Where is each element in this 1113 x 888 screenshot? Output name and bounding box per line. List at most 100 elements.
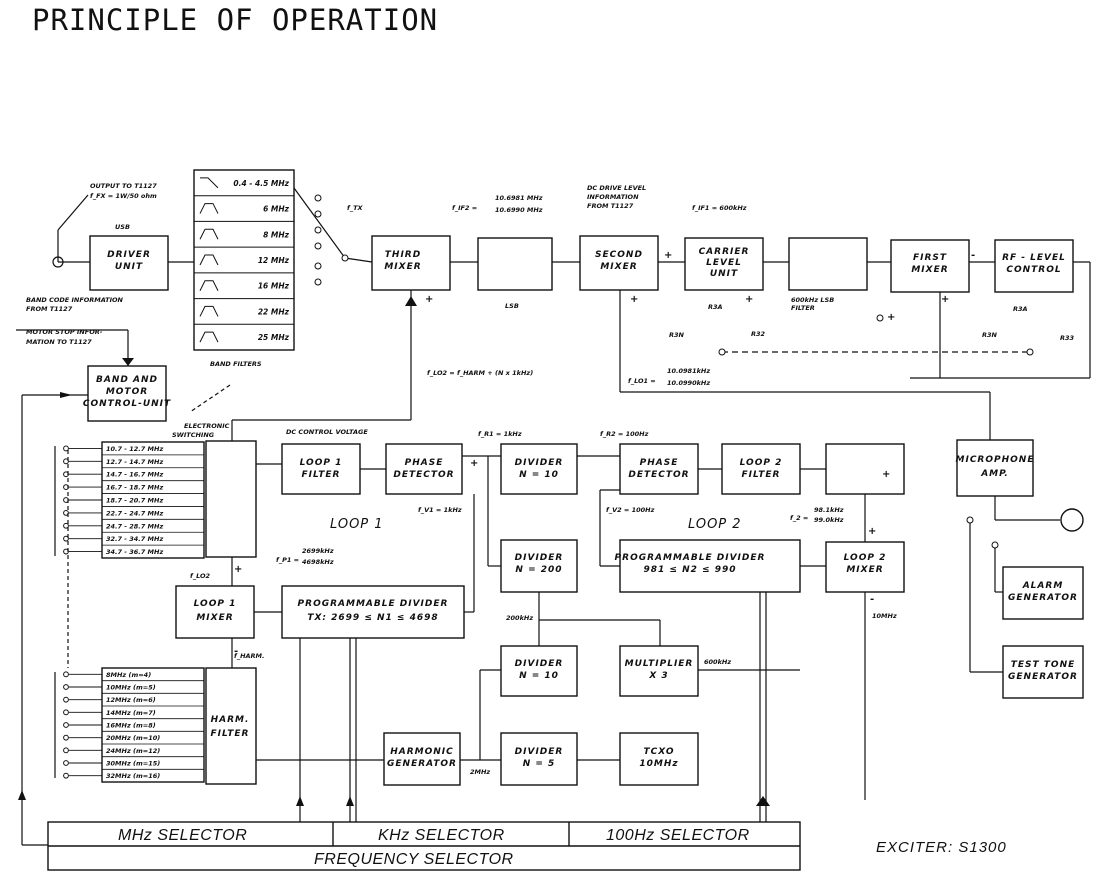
label-dc-drive3: FROM T1127 bbox=[587, 202, 634, 210]
band-filter-item: 0.4 - 4.5 MHz bbox=[233, 179, 289, 188]
block-loop2-mixer: MIXER bbox=[846, 565, 883, 575]
block-div10b: DIVIDER bbox=[515, 659, 564, 669]
label-flo1-a: 10.0981kHz bbox=[667, 367, 710, 375]
signal-paths bbox=[16, 187, 1091, 846]
label-r3a2: R3A bbox=[1013, 305, 1028, 313]
label-motor-stop: MOTOR STOP INFOR- bbox=[26, 328, 103, 336]
label-flo2b: f_LO2 bbox=[190, 572, 211, 580]
block-second-mixer: SECOND bbox=[595, 250, 643, 260]
harmonic-range-list: 8MHz (m=4)10MHz (m=5)12MHz (m=6)14MHz (m… bbox=[63, 671, 204, 780]
block-alarm: ALARM bbox=[1022, 581, 1064, 591]
arrow-heads bbox=[18, 296, 770, 806]
block-band-motor: MOTOR bbox=[106, 387, 148, 397]
block-test-tone: TEST TONE bbox=[1011, 660, 1076, 670]
label-r3n2: R3N bbox=[982, 331, 998, 339]
block-loop1-mixer: LOOP 1 bbox=[194, 599, 237, 609]
block-phase-det1: DETECTOR bbox=[393, 470, 454, 480]
frequency-selector: FREQUENCY SELECTOR bbox=[314, 851, 514, 868]
block-phase-det1: PHASE bbox=[405, 458, 444, 468]
block-second-mixer: MIXER bbox=[600, 262, 637, 272]
block-multiplier: MULTIPLIER bbox=[625, 659, 694, 669]
label-fif2-b: 10.6990 MHz bbox=[495, 206, 543, 214]
block-harm-filter: FILTER bbox=[211, 729, 250, 739]
label-dc-drive2: INFORMATION bbox=[587, 193, 639, 201]
harm-range-item: 24MHz (m=12) bbox=[106, 747, 160, 755]
polarity-mark: + bbox=[868, 526, 876, 537]
label-usb: USB bbox=[115, 223, 130, 231]
polarity-mark: + bbox=[882, 469, 890, 480]
switch-contacts bbox=[314, 194, 1034, 549]
band-filter-item: 16 MHz bbox=[258, 282, 290, 291]
band-filter-list: 0.4 - 4.5 MHz 6 MHz 8 MHz 12 MHz 16 MHz 22 MH… bbox=[199, 177, 290, 343]
block-harmonic: HARMONIC bbox=[390, 747, 454, 757]
block-div10a: DIVIDER bbox=[515, 458, 564, 468]
block-harmonic: GENERATOR bbox=[387, 759, 457, 769]
block-third-mixer: THIRD bbox=[385, 250, 421, 260]
band-filter-item: 25 MHz bbox=[258, 333, 290, 342]
label-dc-drive: DC DRIVE LEVEL bbox=[587, 184, 646, 192]
label-motor-stop2: MATION TO T1127 bbox=[26, 338, 92, 346]
polarity-mark: + bbox=[745, 294, 753, 305]
block-prog-div2: 981 ≤ N2 ≤ 990 bbox=[644, 565, 737, 575]
block-loop1-mixer: MIXER bbox=[196, 613, 233, 623]
block-prog-div1: PROGRAMMABLE DIVIDER bbox=[298, 599, 449, 609]
label-lsb: LSB bbox=[505, 302, 519, 310]
label-fp1-b: 4698kHz bbox=[302, 558, 334, 566]
block-test-tone: GENERATOR bbox=[1008, 672, 1078, 682]
block-driver: DRIVER bbox=[107, 250, 151, 260]
block-labels: DRIVERUNITTHIRDMIXERSECONDMIXERCARRIERLE… bbox=[83, 247, 1078, 769]
block-div200: DIVIDER bbox=[515, 553, 564, 563]
label-electronic2: SWITCHING bbox=[172, 431, 215, 439]
label-f2-b: 99.0kHz bbox=[814, 516, 844, 524]
harm-range-item: 32MHz (m=16) bbox=[106, 772, 160, 780]
block-loop1-filter: FILTER bbox=[302, 470, 341, 480]
block-div5: N = 5 bbox=[523, 759, 556, 769]
khz-selector: KHz SELECTOR bbox=[378, 827, 505, 844]
block-first-mixer: FIRST bbox=[913, 253, 947, 263]
label-f2-a: 98.1kHz bbox=[814, 506, 844, 514]
block-loop2-filter: LOOP 2 bbox=[740, 458, 783, 468]
polarity-mark: + bbox=[630, 294, 638, 305]
filter-shape-icon bbox=[199, 280, 219, 291]
block-band-motor: CONTROL-UNIT bbox=[83, 399, 171, 409]
block-div200: N = 200 bbox=[515, 565, 562, 575]
polarity-mark: - bbox=[870, 594, 874, 605]
polarity-mark: - bbox=[234, 646, 238, 657]
harm-range-item: 10MHz (m=5) bbox=[106, 684, 156, 692]
label-r33: R33 bbox=[1060, 334, 1075, 342]
label-fr2: f_R2 = 100Hz bbox=[600, 430, 649, 438]
block-tcxo: TCXO bbox=[643, 747, 674, 757]
exciter-label: EXCITER: S1300 bbox=[876, 839, 1007, 856]
label-lsb-filter: 600kHz LSB bbox=[791, 296, 834, 304]
antenna-icon bbox=[52, 256, 64, 268]
block-phase-det2: PHASE bbox=[640, 458, 679, 468]
filter-shape-icon bbox=[199, 203, 219, 214]
harm-range-item: 20MHz (m=10) bbox=[106, 734, 160, 742]
label-flo1-b: 10.0990kHz bbox=[667, 379, 710, 387]
filter-shape-icon bbox=[199, 305, 219, 317]
block-multiplier: X 3 bbox=[648, 671, 668, 681]
band-filter-item: 8 MHz bbox=[263, 230, 290, 239]
band-filter-item: 22 MHz bbox=[258, 307, 290, 316]
block-div10b: N = 10 bbox=[519, 671, 559, 681]
block-band-motor: BAND AND bbox=[96, 375, 158, 385]
band-filter-item: 12 MHz bbox=[258, 256, 290, 265]
loop2-label: LOOP 2 bbox=[688, 517, 742, 532]
label-dc-ctrl: DC CONTROL VOLTAGE bbox=[286, 428, 368, 436]
filter-shape-icon bbox=[200, 177, 219, 189]
block-rf-level: CONTROL bbox=[1006, 265, 1061, 275]
label-r32: R32 bbox=[751, 330, 766, 338]
label-fp1: f_P1 = bbox=[276, 556, 299, 564]
filter-shape-icon bbox=[199, 254, 219, 266]
harm-range-item: 12MHz (m=6) bbox=[106, 696, 156, 704]
band-filter-item: 6 MHz bbox=[263, 205, 290, 214]
block-tcxo: 10MHz bbox=[639, 759, 678, 769]
vco-range-item: 12.7 - 14.7 MHz bbox=[106, 458, 163, 466]
vco-range-item: 34.7 - 36.7 MHz bbox=[106, 548, 163, 556]
label-fv2: f_V2 = 100Hz bbox=[606, 506, 655, 514]
block-carrier: UNIT bbox=[710, 269, 738, 279]
page-title: PRINCIPLE OF OPERATION bbox=[32, 3, 438, 37]
polarity-mark: + bbox=[470, 458, 478, 469]
